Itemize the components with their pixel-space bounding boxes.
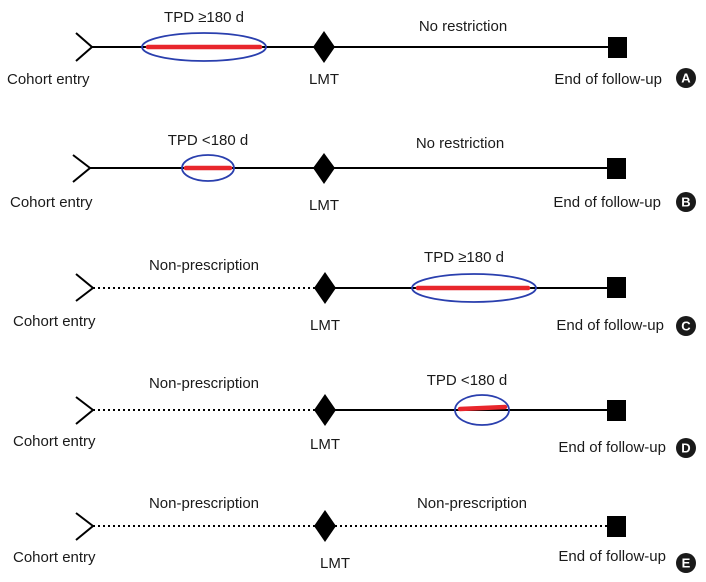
cohort-entry-label: Cohort entry <box>10 194 93 211</box>
cohort-entry-arrow <box>72 154 92 183</box>
panel-badge <box>676 192 696 212</box>
landmark-diamond-icon <box>313 31 335 63</box>
landmark-label: LMT <box>310 317 340 334</box>
before-label: TPD <180 d <box>168 132 248 149</box>
cohort-entry-arrow <box>75 32 94 62</box>
end-of-follow-up-square-icon <box>607 400 626 421</box>
end-of-follow-up-label: End of follow-up <box>558 439 666 456</box>
panel-d: Non-prescription TPD <180 d Cohort entry… <box>13 372 696 458</box>
panel-badge <box>676 553 696 573</box>
end-of-follow-up-label: End of follow-up <box>556 317 664 334</box>
panel-badge-letter: C <box>681 319 691 334</box>
end-of-follow-up-label: End of follow-up <box>553 194 661 211</box>
landmark-label: LMT <box>309 197 339 214</box>
landmark-diamond-icon <box>314 510 336 542</box>
before-label: TPD ≥180 d <box>164 9 244 26</box>
after-label: Non-prescription <box>417 495 527 512</box>
cohort-entry-label: Cohort entry <box>7 71 90 88</box>
treatment-period-ellipse <box>454 394 510 426</box>
cohort-entry-arrow <box>75 512 95 541</box>
end-of-follow-up-square-icon <box>607 158 626 179</box>
panel-badge-letter: E <box>682 556 691 571</box>
cohort-entry-label: Cohort entry <box>13 313 96 330</box>
panel-badge <box>676 438 696 458</box>
cohort-entry-label: Cohort entry <box>13 433 96 450</box>
cohort-entry-arrow <box>75 396 95 425</box>
treatment-period-ellipse <box>411 273 537 303</box>
after-label: TPD ≥180 d <box>424 249 504 266</box>
treatment-period-highlight <box>457 404 508 412</box>
end-of-follow-up-label: End of follow-up <box>554 71 662 88</box>
panel-badge-letter: A <box>681 71 691 86</box>
after-label: TPD <180 d <box>427 372 507 389</box>
panel-badge <box>676 316 696 336</box>
landmark-diamond-icon <box>314 272 336 304</box>
panel-badge <box>676 68 696 88</box>
panel-b: TPD <180 d No restriction Cohort entry L… <box>10 132 696 214</box>
panel-badge-letter: D <box>681 441 690 456</box>
end-of-follow-up-square-icon <box>608 37 627 58</box>
landmark-diamond-icon <box>314 394 336 426</box>
before-label: Non-prescription <box>149 257 259 274</box>
cohort-entry-label: Cohort entry <box>13 549 96 566</box>
panel-badge-letter: B <box>681 195 690 210</box>
landmark-label: LMT <box>309 71 339 88</box>
end-of-follow-up-square-icon <box>607 277 626 298</box>
panel-e: Non-prescription Non-prescription Cohort… <box>13 495 696 573</box>
treatment-period-ellipse <box>141 32 267 62</box>
after-label: No restriction <box>416 135 504 152</box>
panel-a: TPD ≥180 d No restriction Cohort entry L… <box>7 9 696 88</box>
after-label: No restriction <box>419 18 507 35</box>
end-of-follow-up-label: End of follow-up <box>558 548 666 565</box>
end-of-follow-up-square-icon <box>607 516 626 537</box>
before-label: Non-prescription <box>149 375 259 392</box>
cohort-entry-arrow <box>75 273 95 302</box>
treatment-period-ellipse <box>181 154 235 182</box>
before-label: Non-prescription <box>149 495 259 512</box>
landmark-label: LMT <box>310 436 340 453</box>
panel-c: Non-prescription TPD ≥180 d Cohort entry… <box>13 249 696 336</box>
landmark-label: LMT <box>320 555 350 572</box>
landmark-diamond-icon <box>313 153 335 184</box>
